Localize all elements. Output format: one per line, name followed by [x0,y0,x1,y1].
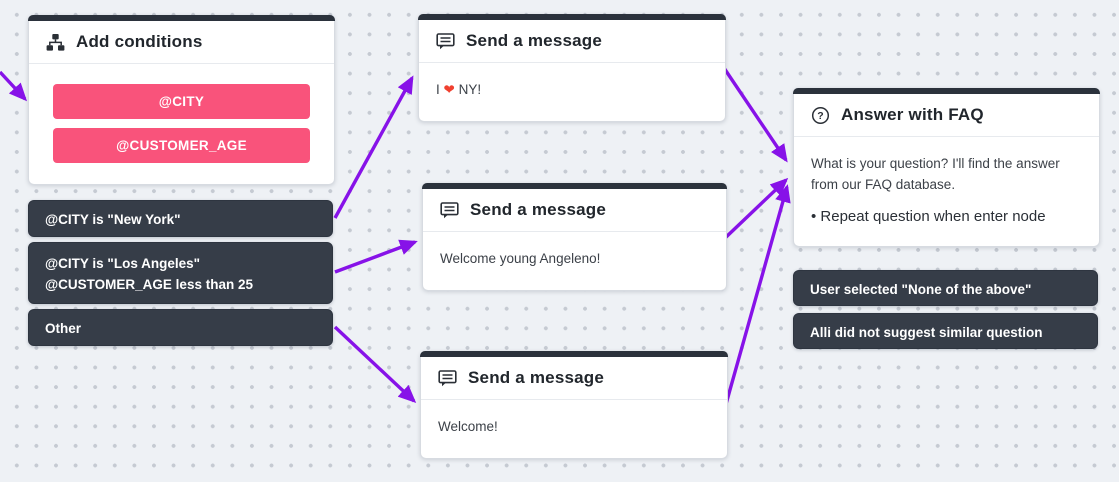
branch-chip-new-york[interactable]: @CITY is "New York" [28,200,333,237]
message-icon [436,32,455,49]
faq-option-repeat-question: • Repeat question when enter node [811,208,1046,225]
add-conditions-header: Add conditions [29,21,334,64]
message-text: Welcome! [438,419,498,434]
send-message-header: Send a message [423,189,726,232]
branch-chip-no-similar-question[interactable]: Alli did not suggest similar question [793,313,1098,349]
node-accent-bar [422,183,727,189]
message-text: I ❤ NY! [419,63,725,121]
edge-msg1-to-faq[interactable] [722,67,788,163]
edge-newyork-to-msg1[interactable] [333,75,414,219]
node-title: Answer with FAQ [841,105,984,124]
branch-chip-none-of-the-above[interactable]: User selected "None of the above" [793,270,1098,306]
heart-emoji: ❤ [443,82,455,98]
help-circle-icon: ? [811,106,830,124]
node-title: Send a message [468,368,605,387]
send-message-node-3[interactable]: Send a message Welcome! [420,351,728,459]
branch-condition-line: @CUSTOMER_AGE less than 25 [45,277,253,292]
message-icon [438,369,457,386]
node-title: Add conditions [76,32,203,51]
edge-msg2-to-faq[interactable] [722,177,789,241]
send-message-node-1[interactable]: Send a message I ❤ NY! [418,14,726,122]
edge-other-to-msg3[interactable] [333,325,417,404]
node-title: Send a message [470,200,607,219]
node-accent-bar [793,88,1100,94]
variable-button-city[interactable]: @CITY [53,84,310,119]
edge-losangeles-to-msg2[interactable] [334,239,418,274]
branch-chip-other[interactable]: Other [28,309,333,346]
message-part: I [436,82,444,97]
node-accent-bar [420,351,728,357]
branch-condition-line: @CITY is "Los Angeles" [45,256,200,271]
add-conditions-node[interactable]: Add conditions @CITY @CUSTOMER_AGE [28,15,335,185]
branch-chip-los-angeles[interactable]: @CITY is "Los Angeles" @CUSTOMER_AGE les… [28,242,333,304]
node-accent-bar [28,15,335,21]
answer-with-faq-node[interactable]: ? Answer with FAQ What is your question?… [793,88,1100,247]
send-message-header: Send a message [421,357,727,400]
faq-header: ? Answer with FAQ [794,94,1099,137]
faq-description: What is your question? I'll find the ans… [811,156,1060,192]
node-accent-bar [418,14,726,20]
message-text: Welcome young Angeleno! [440,251,601,266]
svg-text:?: ? [817,110,823,122]
edge-msg3-to-faq[interactable] [724,184,791,405]
sitemap-icon [46,33,65,51]
message-part: NY! [454,82,482,97]
variable-button-customer-age[interactable]: @CUSTOMER_AGE [53,128,310,163]
send-message-header: Send a message [419,20,725,63]
send-message-node-2[interactable]: Send a message Welcome young Angeleno! [422,183,727,291]
edge-incoming[interactable] [0,70,28,102]
message-icon [440,201,459,218]
node-title: Send a message [466,31,603,50]
